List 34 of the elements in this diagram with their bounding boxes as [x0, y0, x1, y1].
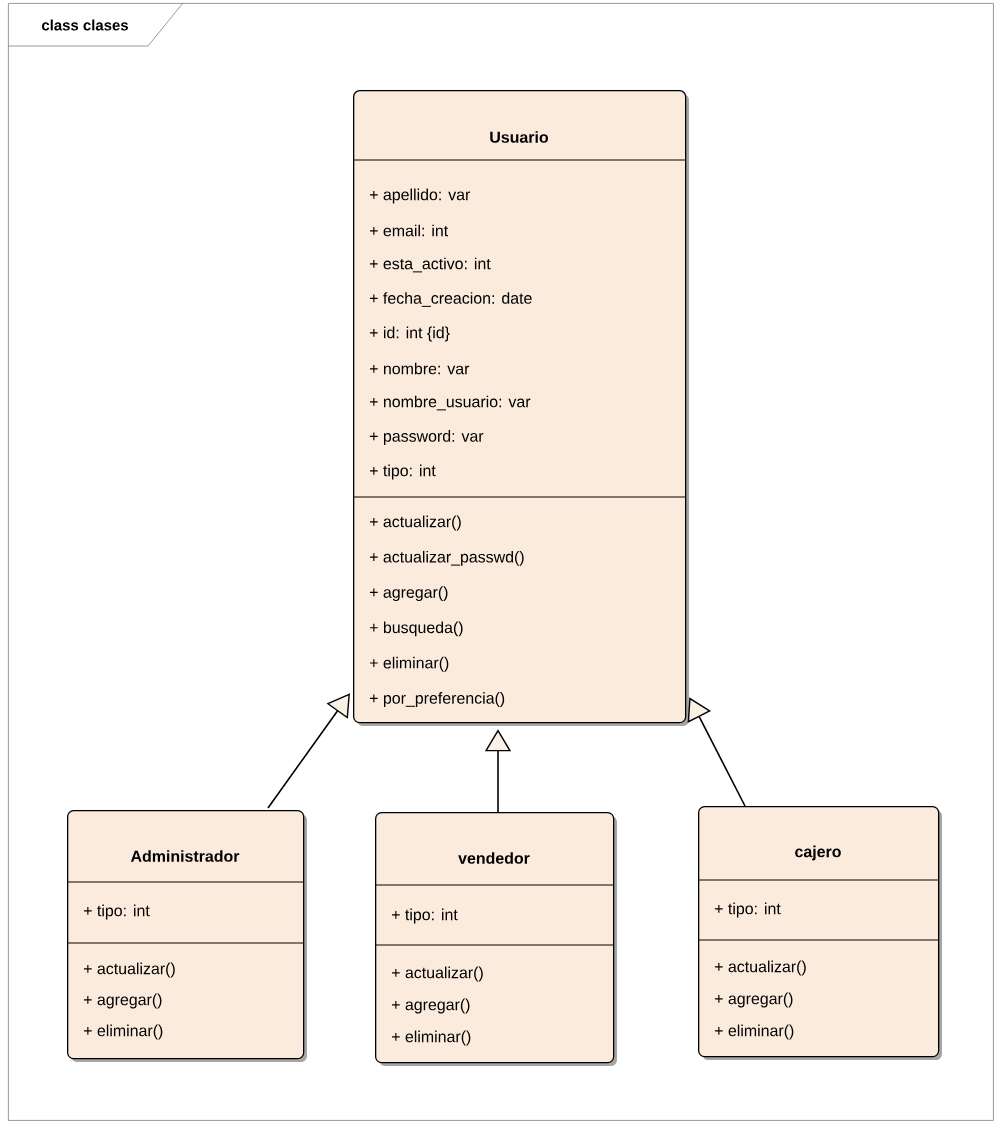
- attribute-text: + nombre: var: [370, 362, 470, 375]
- method-text: + agregar(): [715, 992, 793, 1008]
- attribute-text: + tipo: int: [392, 908, 458, 924]
- method-text: + eliminar(): [392, 1030, 471, 1046]
- attribute-text: + password: var: [370, 430, 484, 445]
- method-text: + actualizar(): [392, 966, 483, 982]
- attribute-text: + email: int: [370, 224, 449, 237]
- method-text: + agregar(): [84, 993, 162, 1009]
- method-text: + por_preferencia(): [370, 692, 505, 707]
- attribute-text: + nombre_usuario: var: [370, 395, 531, 411]
- attribute-text: + id: int {id}: [370, 326, 450, 342]
- attribute-text: + esta_activo: int: [370, 257, 491, 273]
- class-name: vendedor: [458, 852, 530, 864]
- method-text: + busqueda(): [370, 621, 463, 637]
- generalization-arrow: [267, 693, 350, 809]
- method-text: + eliminar(): [84, 1024, 163, 1040]
- attribute-text: + tipo: int: [715, 902, 781, 918]
- method-text: + actualizar(): [84, 962, 175, 978]
- attribute-text: + tipo: int: [84, 904, 150, 920]
- method-text: + actualizar(): [715, 960, 806, 976]
- method-text: + actualizar(): [370, 515, 461, 531]
- method-text: + agregar(): [392, 998, 470, 1014]
- attribute-text: + fecha_creacion: date: [370, 292, 532, 307]
- generalization-arrow: [687, 697, 746, 807]
- method-text: + agregar(): [370, 586, 448, 602]
- frame-tab: class clases: [7, 2, 184, 47]
- method-text: + actualizar_passwd(): [370, 550, 524, 566]
- method-text: + eliminar(): [715, 1024, 794, 1040]
- class-name: Usuario: [490, 131, 549, 143]
- attribute-text: + apellido: var: [370, 188, 471, 204]
- class-name: cajero: [795, 845, 841, 861]
- method-text: + eliminar(): [370, 656, 449, 672]
- class-name: Administrador: [130, 850, 240, 862]
- attribute-text: + tipo: int: [370, 464, 436, 480]
